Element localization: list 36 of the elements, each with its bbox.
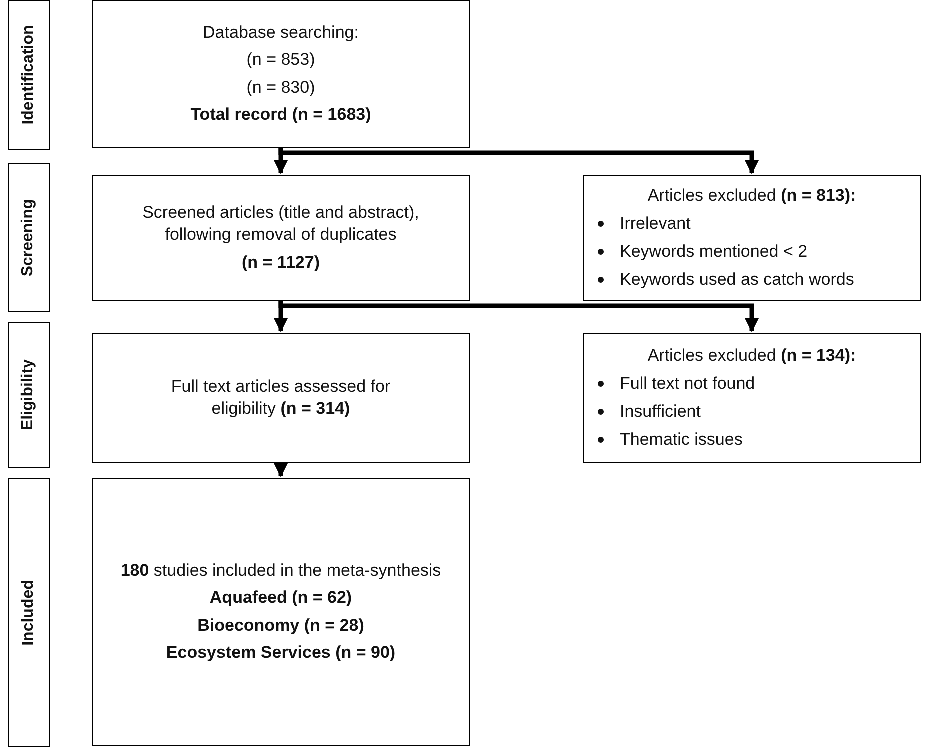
phase-label: Screening: [20, 198, 38, 276]
phase-band: [8, 163, 50, 312]
box-text: Full text articles assessed for eligibility (n = 314): [170, 376, 392, 420]
phase-band: [8, 0, 50, 150]
box-text: Articles excluded (n = 134):: [646, 344, 858, 367]
phase-label: Identification: [20, 25, 38, 125]
list-item: Thematic issues: [620, 429, 743, 452]
box-text: Total record (n = 1683): [190, 104, 372, 126]
arrow: [274, 463, 288, 478]
process-box: [92, 478, 470, 746]
list-item: Irrelevant: [620, 212, 691, 235]
list-item: Full text not found: [620, 372, 756, 395]
box-text: 180 studies included in the meta-synthesis: [120, 560, 442, 582]
phase-label: Eligibility: [20, 359, 38, 431]
list-item: Keywords mentioned < 2: [620, 241, 808, 263]
phase-label: Included: [20, 580, 38, 646]
process-box: [92, 0, 470, 148]
arrow: [278, 300, 760, 332]
box-text: (n = 1127): [242, 252, 320, 274]
process-box: [583, 333, 921, 463]
box-text: (n = 830): [246, 76, 316, 98]
phase-band: [8, 322, 50, 468]
process-box: [92, 333, 470, 463]
list-item: Insufficient: [620, 401, 701, 423]
box-text: Aquafeed (n = 62): [210, 587, 352, 610]
list-item: Keywords used as catch words: [620, 269, 854, 292]
phase-band: [8, 478, 50, 747]
arrow: [278, 148, 760, 174]
box-text: Articles excluded (n = 813):: [646, 184, 858, 207]
process-box: [583, 175, 921, 301]
box-text: Screened articles (title and abstract), following removal of duplicates: [142, 202, 420, 246]
box-text: (n = 853): [246, 49, 316, 72]
box-text: Database searching:: [203, 22, 359, 44]
box-text: Ecosystem Services (n = 90): [166, 642, 396, 664]
process-box: [92, 175, 470, 301]
box-text: Bioeconomy (n = 28): [198, 614, 364, 636]
